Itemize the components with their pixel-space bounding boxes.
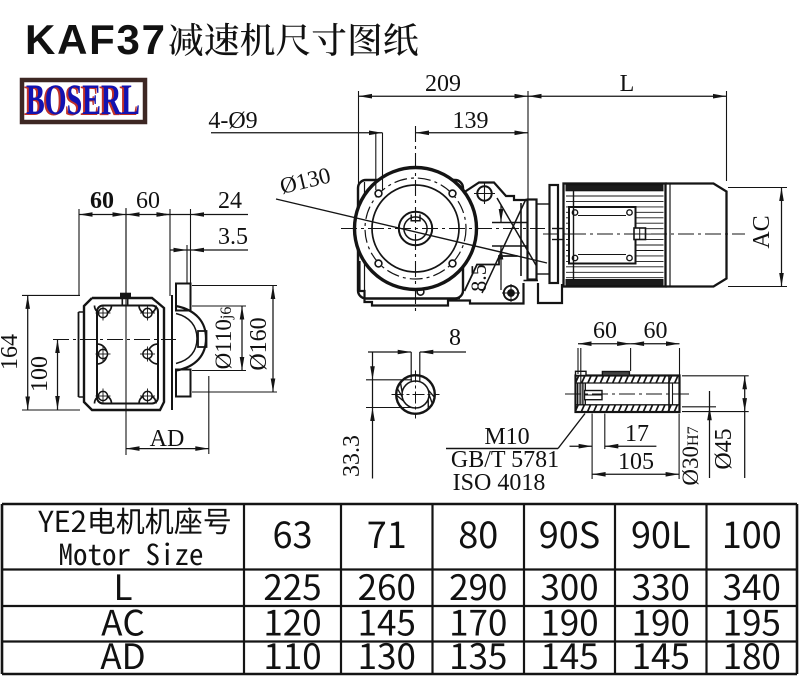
svg-text:164: 164	[0, 334, 23, 370]
svg-text:209: 209	[425, 71, 461, 97]
svg-text:60: 60	[644, 318, 668, 344]
svg-text:17: 17	[625, 421, 649, 447]
svg-text:60: 60	[90, 188, 114, 214]
svg-text:Ø45: Ø45	[711, 428, 737, 469]
svg-text:KAF37: KAF37	[25, 16, 165, 63]
svg-text:AD: AD	[150, 426, 185, 452]
svg-text:8: 8	[449, 325, 461, 351]
svg-text:BOSERL: BOSERL	[26, 77, 140, 124]
svg-text:60: 60	[593, 318, 617, 344]
svg-text:105: 105	[618, 449, 654, 475]
svg-text:Ø160: Ø160	[246, 317, 272, 370]
svg-text:60: 60	[136, 188, 160, 214]
svg-text:8.5: 8.5	[466, 264, 491, 292]
svg-text:L: L	[620, 71, 635, 97]
svg-text:139: 139	[453, 108, 489, 134]
svg-text:3.5: 3.5	[218, 224, 248, 250]
svg-text:ISO 4018: ISO 4018	[453, 470, 546, 496]
svg-text:AC: AC	[749, 215, 775, 248]
svg-text:33.3: 33.3	[339, 435, 365, 477]
svg-text:24: 24	[218, 188, 242, 214]
svg-text:4-Ø9: 4-Ø9	[208, 108, 257, 134]
svg-text:100: 100	[27, 356, 53, 392]
